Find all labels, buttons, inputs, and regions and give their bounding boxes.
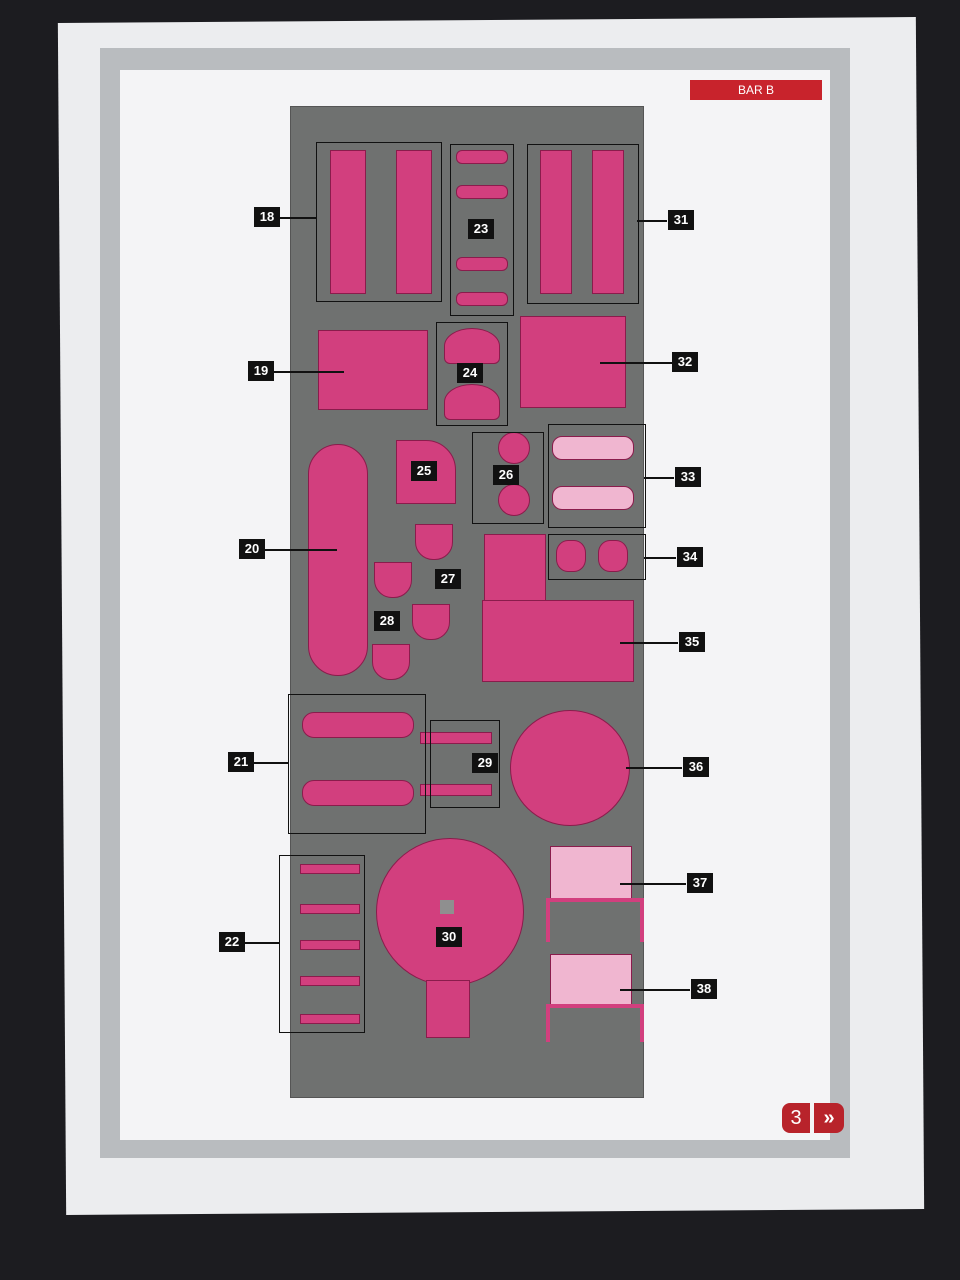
part-35 — [482, 600, 634, 682]
group-box-18 — [316, 142, 442, 302]
leader-line — [600, 362, 672, 364]
part-label-27: 27 — [435, 569, 461, 589]
part-label-29: 29 — [472, 753, 498, 773]
part-27 — [412, 604, 450, 640]
part-23 — [456, 150, 508, 164]
part-27 — [415, 524, 453, 560]
group-box-33 — [548, 424, 646, 528]
leader-line — [245, 942, 279, 944]
part-label-34: 34 — [677, 547, 703, 567]
part-37-frame — [546, 898, 644, 942]
part-33 — [552, 436, 634, 460]
part-label-33: 33 — [675, 467, 701, 487]
leader-line — [254, 762, 288, 764]
leader-line — [626, 767, 682, 769]
part-19 — [318, 330, 428, 410]
part-18a — [330, 150, 366, 294]
part-23 — [456, 292, 508, 306]
page-number: 3 — [782, 1103, 810, 1133]
group-box-22 — [279, 855, 365, 1033]
group-box-34 — [548, 534, 646, 580]
part-label-36: 36 — [683, 757, 709, 777]
part-33 — [552, 486, 634, 510]
part-label-37: 37 — [687, 873, 713, 893]
part-22 — [300, 940, 360, 950]
part-18b — [396, 150, 432, 294]
part-31a — [540, 150, 572, 294]
part-34 — [556, 540, 586, 572]
part-31b — [592, 150, 624, 294]
leader-line — [644, 477, 674, 479]
group-box-21 — [288, 694, 426, 834]
part-34 — [598, 540, 628, 572]
group-box-29 — [430, 720, 500, 808]
part-label-18: 18 — [254, 207, 280, 227]
part-29 — [420, 784, 492, 796]
part-label-38: 38 — [691, 979, 717, 999]
part-22 — [300, 1014, 360, 1024]
part-label-20: 20 — [239, 539, 265, 559]
part-label-26: 26 — [493, 465, 519, 485]
leader-line — [620, 883, 686, 885]
group-box-26 — [472, 432, 544, 524]
part-22 — [300, 904, 360, 914]
group-box-24 — [436, 322, 508, 426]
group-box-23 — [450, 144, 514, 316]
part-label-30: 30 — [436, 927, 462, 947]
part-label-23: 23 — [468, 219, 494, 239]
leader-line — [620, 989, 690, 991]
leader-line — [644, 557, 676, 559]
part-23 — [456, 257, 508, 271]
part-label-22: 22 — [219, 932, 245, 952]
leader-line — [637, 220, 667, 222]
part-35-frame — [484, 534, 546, 602]
part-label-28: 28 — [374, 611, 400, 631]
next-page-icon[interactable]: » — [814, 1103, 844, 1133]
part-22 — [300, 976, 360, 986]
part-24 — [444, 384, 500, 420]
group-box-31 — [527, 144, 639, 304]
part-label-21: 21 — [228, 752, 254, 772]
part-label-25: 25 — [411, 461, 437, 481]
part-37 — [550, 846, 632, 900]
part-38-frame — [546, 1004, 644, 1042]
part-28 — [374, 562, 412, 598]
part-22 — [300, 864, 360, 874]
part-36 — [510, 710, 630, 826]
part-label-19: 19 — [248, 361, 274, 381]
part-21 — [302, 712, 414, 738]
leader-line — [274, 371, 344, 373]
part-29 — [420, 732, 492, 744]
part-21 — [302, 780, 414, 806]
part-26 — [498, 484, 530, 516]
leader-line — [265, 549, 337, 551]
part-20 — [308, 444, 368, 676]
part-30-base — [426, 980, 470, 1038]
part-38 — [550, 954, 632, 1006]
part-label-24: 24 — [457, 363, 483, 383]
part-23 — [456, 185, 508, 199]
part-30-hole — [440, 900, 454, 914]
leader-line — [620, 642, 678, 644]
part-label-32: 32 — [672, 352, 698, 372]
leader-line — [280, 217, 316, 219]
part-label-31: 31 — [668, 210, 694, 230]
part-label-35: 35 — [679, 632, 705, 652]
part-28 — [372, 644, 410, 680]
bar-label: BAR B — [690, 80, 822, 100]
